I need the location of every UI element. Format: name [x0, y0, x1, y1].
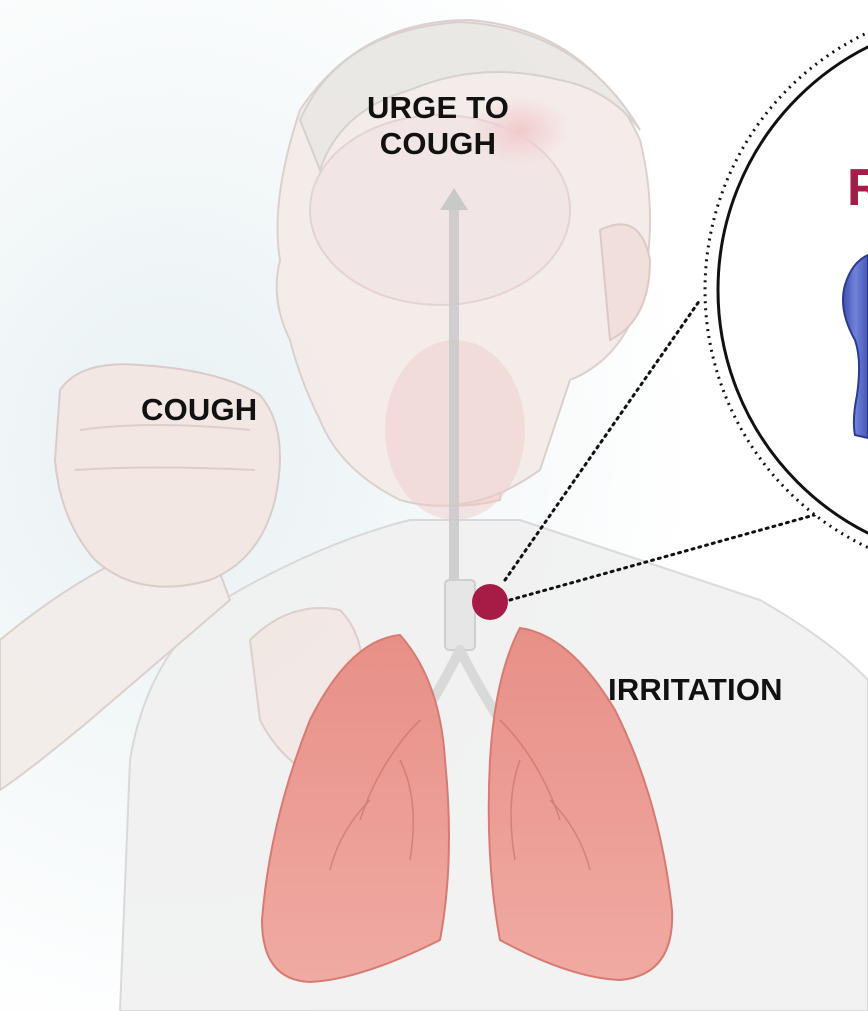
urge-to-cough-line2: COUGH: [358, 126, 518, 162]
cough-label: COUGH: [141, 392, 257, 428]
inset-heading-partial: R: [847, 160, 868, 216]
urge-to-cough-label: URGE TO COUGH: [358, 90, 518, 162]
red-dot-icon: [472, 584, 508, 620]
irritation-label: IRRITATION: [608, 672, 783, 708]
urge-to-cough-line1: URGE TO: [358, 90, 518, 126]
